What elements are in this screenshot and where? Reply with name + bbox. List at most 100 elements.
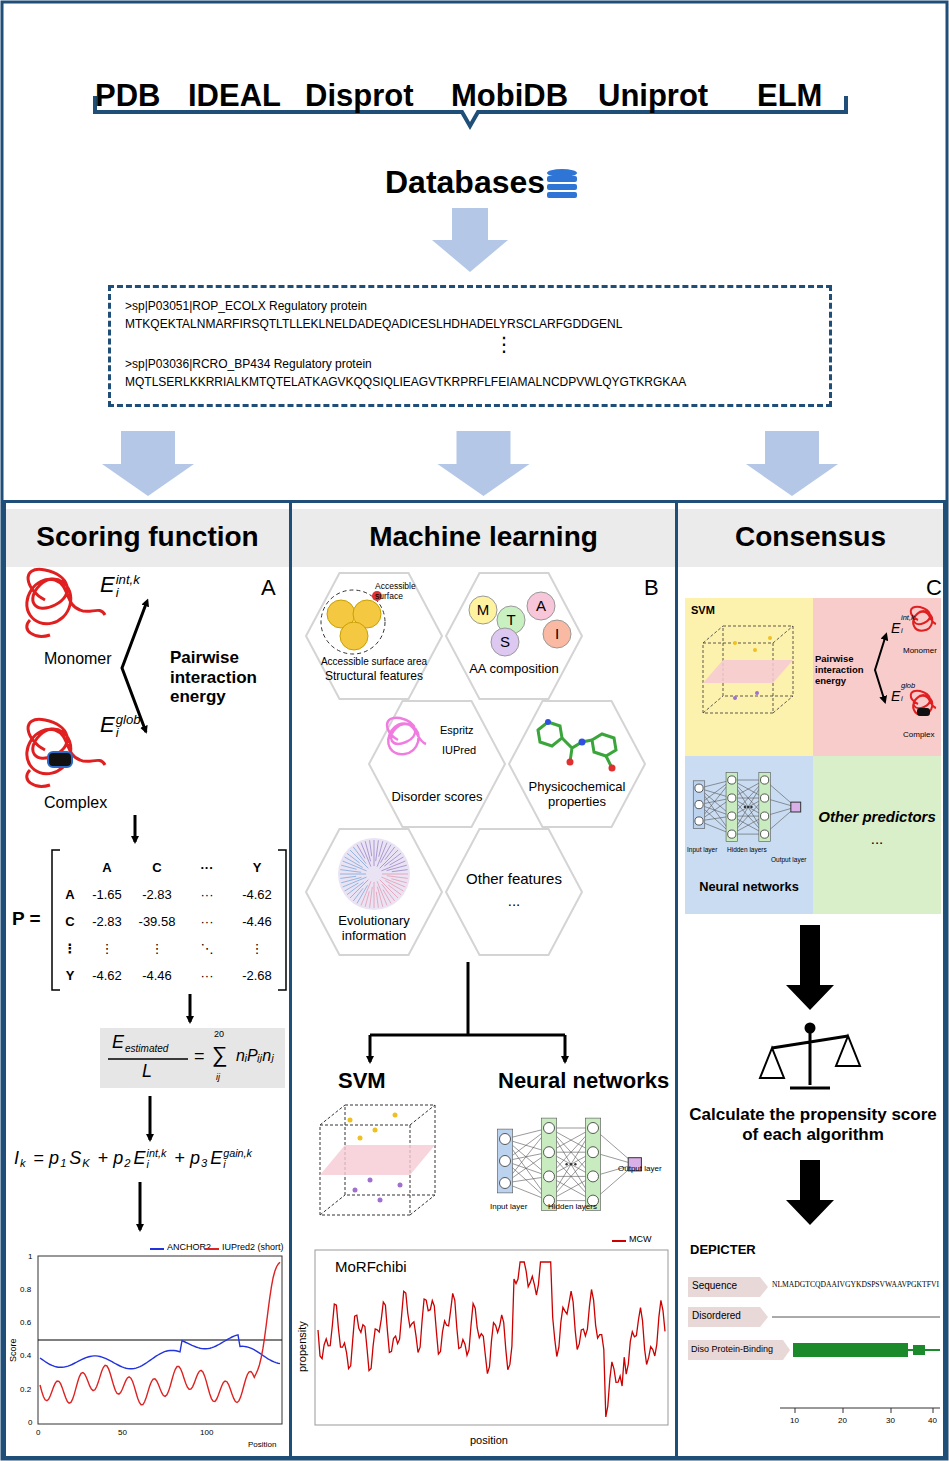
figure-part <box>747 806 749 808</box>
subscript: 3 <box>201 1157 207 1169</box>
feature-hexagon: Accessible surfaceAccessible surface are… <box>305 572 443 700</box>
node-text: Pairwise interaction energy <box>815 654 871 687</box>
subscript: k <box>20 1157 26 1169</box>
node-text: I <box>542 625 572 642</box>
figure-part <box>703 626 793 713</box>
matrix: AC···YA-1.65-2.83···-4.62C-2.83-39.58···… <box>58 854 282 989</box>
figure-part <box>547 184 577 190</box>
formula-symbol: + <box>174 1148 185 1168</box>
figure-part <box>543 620 571 648</box>
node-text: Neural networks <box>685 880 813 895</box>
figure-part <box>491 628 519 656</box>
matrix-cell: -1.65 <box>82 887 132 902</box>
axis-label: 1 <box>28 1252 32 1261</box>
node-text: >sp|P03051|ROP_ECOLX Regulatory protein <box>125 300 367 314</box>
axis-label: 0.2 <box>20 1385 31 1394</box>
matrix-cell: -4.46 <box>132 968 182 983</box>
formula-symbol: E <box>100 572 115 597</box>
node-text: Scoring function <box>6 521 289 553</box>
formula-symbol: + <box>98 1148 109 1168</box>
node-text: MTKQEKTALNMARFIRSQTLTLLEKLNELDADEQADICES… <box>125 318 622 332</box>
superscript: glob <box>116 713 141 726</box>
axis-label: 50 <box>118 1428 127 1437</box>
figure-part <box>343 877 367 887</box>
node-text: Disorder scores <box>382 790 492 805</box>
figure-part <box>761 794 769 802</box>
node-text: nᵢPᵢⱼnⱼ <box>236 1047 274 1065</box>
node-text: Input layer <box>687 846 717 853</box>
figure-part <box>383 890 391 904</box>
script-stack: int,ki <box>116 573 140 599</box>
block-arrow <box>746 431 838 496</box>
node-text: M <box>468 601 498 618</box>
node-text: Accessible surface area <box>319 656 429 668</box>
node-text: Output layer <box>771 856 806 863</box>
matrix-header: ··· <box>182 860 232 875</box>
axis-label: 0.4 <box>20 1351 31 1360</box>
figure-part <box>392 870 408 872</box>
figure-part <box>693 781 704 829</box>
figure-part <box>377 881 387 905</box>
track-label: 10 <box>790 1416 799 1425</box>
database-name: Disprot <box>305 78 414 114</box>
hexagon-outline <box>446 829 582 955</box>
node-text: A <box>526 597 556 614</box>
matrix-cell: ⋱ <box>182 941 232 956</box>
caption: Monomer <box>44 650 112 668</box>
node-text: A <box>261 575 276 600</box>
feature-hexagon: Physicochemical properties <box>508 700 646 828</box>
legend-line <box>205 1248 219 1250</box>
method-name: Neural networks <box>498 1068 669 1093</box>
node-text: ij <box>216 1072 220 1082</box>
subscript: 2 <box>124 1157 130 1169</box>
figure-part <box>527 592 555 620</box>
figure-part <box>695 817 703 825</box>
node-text: estimated <box>125 1043 168 1055</box>
subscript: i <box>116 726 141 739</box>
axis-label: 0 <box>28 1418 32 1427</box>
matrix-header: Y <box>232 860 282 875</box>
figure-part <box>547 169 577 177</box>
matrix-cell: -2.83 <box>82 914 132 929</box>
feature-hexagon: Evolutionary information <box>305 828 443 956</box>
figure-part <box>387 718 426 755</box>
subscript: i <box>147 1159 167 1170</box>
layer-label: Input layer <box>490 1202 527 1211</box>
puzzle-piece: Neural networksInput layerHidden layersO… <box>685 756 813 914</box>
figure-part <box>538 722 616 768</box>
database-name: ELM <box>757 78 822 114</box>
axis-label: position <box>470 1434 508 1447</box>
node-text: T <box>496 611 526 628</box>
database-name: PDB <box>95 78 160 114</box>
track-label: Disordered <box>692 1310 741 1322</box>
figure-part <box>755 691 759 695</box>
formula-symbol: I <box>14 1148 19 1168</box>
matrix-cell: ⋮ <box>82 941 132 956</box>
feature-hexagon: MTASIAA composition <box>445 572 583 700</box>
script-stack: gain,ki <box>223 1148 252 1170</box>
block-arrow <box>432 208 508 272</box>
node-text: Accessible surface <box>375 582 417 602</box>
puzzle-piece: Other predictors... <box>813 756 941 914</box>
database-name: IDEAL <box>188 78 281 114</box>
panel: Machine learningBAccessible surfaceAcces… <box>289 500 678 1459</box>
figure-part <box>728 812 736 820</box>
axis-label: 0.8 <box>20 1285 31 1294</box>
feature-hexagon: Other features... <box>445 828 583 956</box>
subscript: i <box>116 586 140 599</box>
node-text: B <box>644 575 659 600</box>
figure-part <box>374 882 375 908</box>
database-icon <box>547 169 577 198</box>
figure-part <box>376 892 378 908</box>
puzzle-piece: SVM <box>685 598 813 756</box>
figure-part <box>338 838 410 910</box>
figure-part <box>562 738 612 768</box>
formula-symbol: = <box>34 1148 45 1168</box>
figure-part <box>361 843 371 867</box>
block-arrow <box>102 431 194 496</box>
figure-part <box>579 739 586 746</box>
node-text: E <box>112 1032 124 1053</box>
figure-part <box>726 773 737 842</box>
